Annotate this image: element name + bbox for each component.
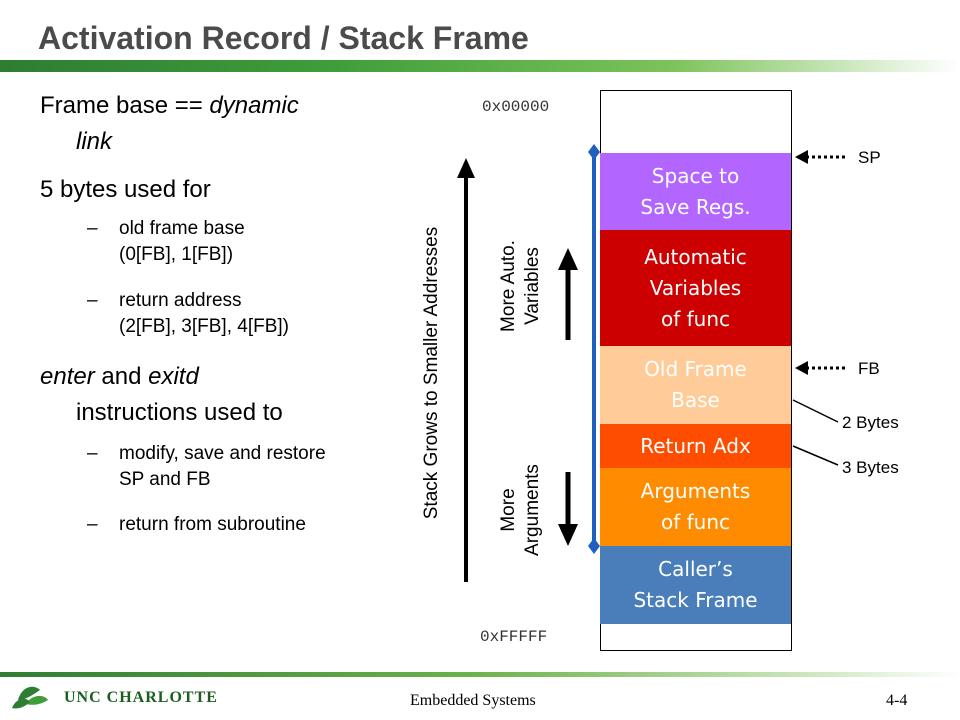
bullet-5-bytes: 5 bytes used for: [40, 176, 211, 203]
segment-old-frame-base-label: Old Frame Base: [644, 357, 747, 412]
bullet-frame-base-link: link: [76, 128, 113, 155]
fb-pointer-arrow: [795, 361, 845, 375]
two-bytes-leader: [792, 399, 839, 423]
segment-save-regs: Space to Save Regs.: [600, 153, 791, 230]
university-logo-text: UNC CHARLOTTE: [64, 689, 218, 706]
sub-bullet-old-frame-base-offsets: (0[FB], 1[FB]): [119, 244, 234, 265]
sub-bullet-old-frame-base: old frame base: [119, 218, 245, 239]
frame-bracket: [588, 144, 600, 554]
footer-bar: [0, 672, 960, 677]
address-top: 0x00000: [482, 98, 550, 116]
sub-bullet-sp-fb: SP and FB: [119, 469, 211, 490]
sub-bullet-dash: –: [87, 514, 98, 535]
sub-bullet-dash: –: [87, 443, 98, 464]
segment-callers-stack-frame-label: Caller’s Stack Frame: [633, 557, 758, 612]
segment-automatic-variables-label: Automatic Variables of func: [644, 244, 747, 331]
bullet-frame-base-text: Frame base ==: [40, 92, 210, 119]
bullet-enter-exitd: enter and exitd: [40, 363, 199, 391]
logo-leaf-icon: [12, 686, 48, 709]
segment-return-adx-label: Return Adx: [640, 433, 751, 458]
segment-return-adx: Return Adx: [600, 424, 791, 468]
more-arguments-label: More Arguments: [498, 464, 543, 556]
address-bottom: 0xFFFFF: [480, 628, 548, 646]
exitd-keyword: exitd: [148, 363, 199, 390]
title-underline-bar: [0, 60, 960, 72]
fb-label: FB: [858, 359, 880, 378]
sp-label: SP: [858, 148, 881, 167]
segment-arguments: Arguments of func: [600, 468, 791, 546]
sub-bullet-modify: modify, save and restore: [119, 443, 326, 464]
segment-automatic-variables: Automatic Variables of func: [600, 230, 791, 346]
bullet-frame-base-italic: dynamic: [209, 92, 299, 119]
more-auto-variables-arrow: [558, 248, 578, 340]
segment-save-regs-label: Space to Save Regs.: [640, 163, 751, 219]
footer-course: Embedded Systems: [410, 692, 536, 709]
sub-bullet-return-address-offsets: (2[FB], 3[FB], 4[FB]): [119, 316, 289, 337]
stack-grows-arrow: [457, 158, 475, 582]
two-bytes-label: 2 Bytes: [842, 413, 899, 432]
bullet-instructions: instructions used to: [76, 399, 283, 426]
bullet-frame-base: Frame base == dynamic: [40, 92, 299, 120]
stack-grows-label: Stack Grows to Smaller Addresses: [421, 226, 442, 520]
sub-bullet-return: return from subroutine: [119, 514, 306, 535]
sub-bullet-return-address: return address: [119, 290, 242, 311]
segment-callers-stack-frame: Caller’s Stack Frame: [600, 546, 791, 624]
and-text: and: [94, 363, 149, 390]
more-arguments-arrow: [558, 472, 578, 546]
segment-arguments-label: Arguments of func: [640, 479, 751, 534]
more-auto-variables-label: More Auto. Variables: [498, 240, 543, 332]
three-bytes-leader: [792, 445, 839, 466]
enter-keyword: enter: [40, 363, 95, 390]
slide-title: Activation Record / Stack Frame: [38, 20, 529, 56]
footer-page-number: 4-4: [886, 692, 908, 709]
three-bytes-label: 3 Bytes: [842, 458, 899, 477]
sub-bullet-dash: –: [87, 218, 98, 239]
sub-bullet-dash: –: [87, 290, 98, 311]
sp-pointer-arrow: [795, 150, 845, 164]
segment-old-frame-base: Old Frame Base: [600, 346, 791, 424]
